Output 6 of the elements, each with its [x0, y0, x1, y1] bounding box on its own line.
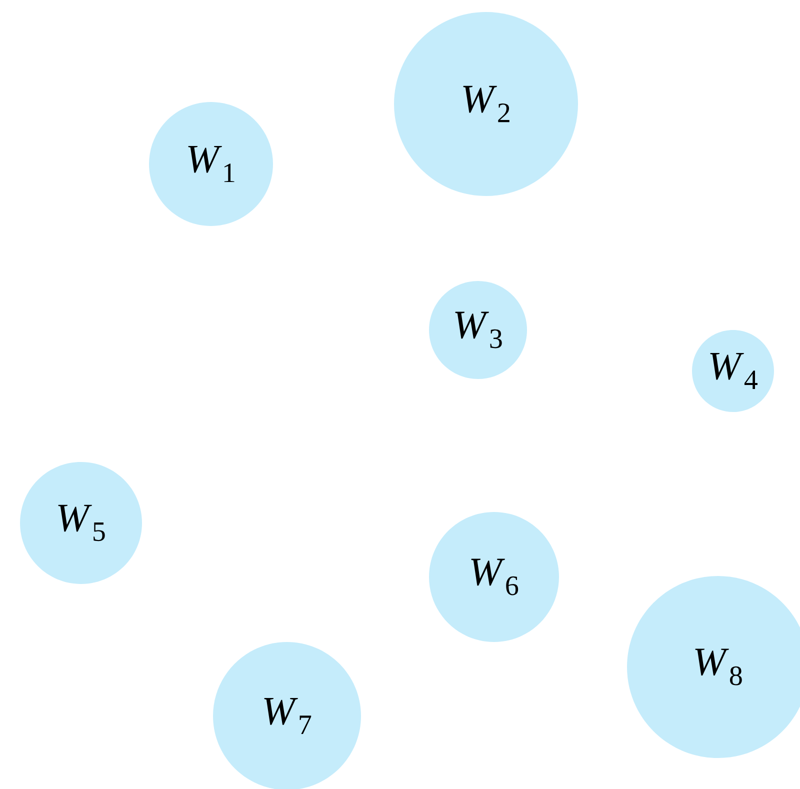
circle-node: W$_{5}$: [20, 462, 142, 584]
circle-node: W$_{3}$: [429, 281, 527, 379]
circle-node: W$_{2}$: [394, 12, 578, 196]
circle-node: W$_{1}$: [149, 102, 273, 226]
circle-node: W$_{4}$: [692, 330, 774, 412]
circle-node: W$_{6}$: [429, 512, 559, 642]
